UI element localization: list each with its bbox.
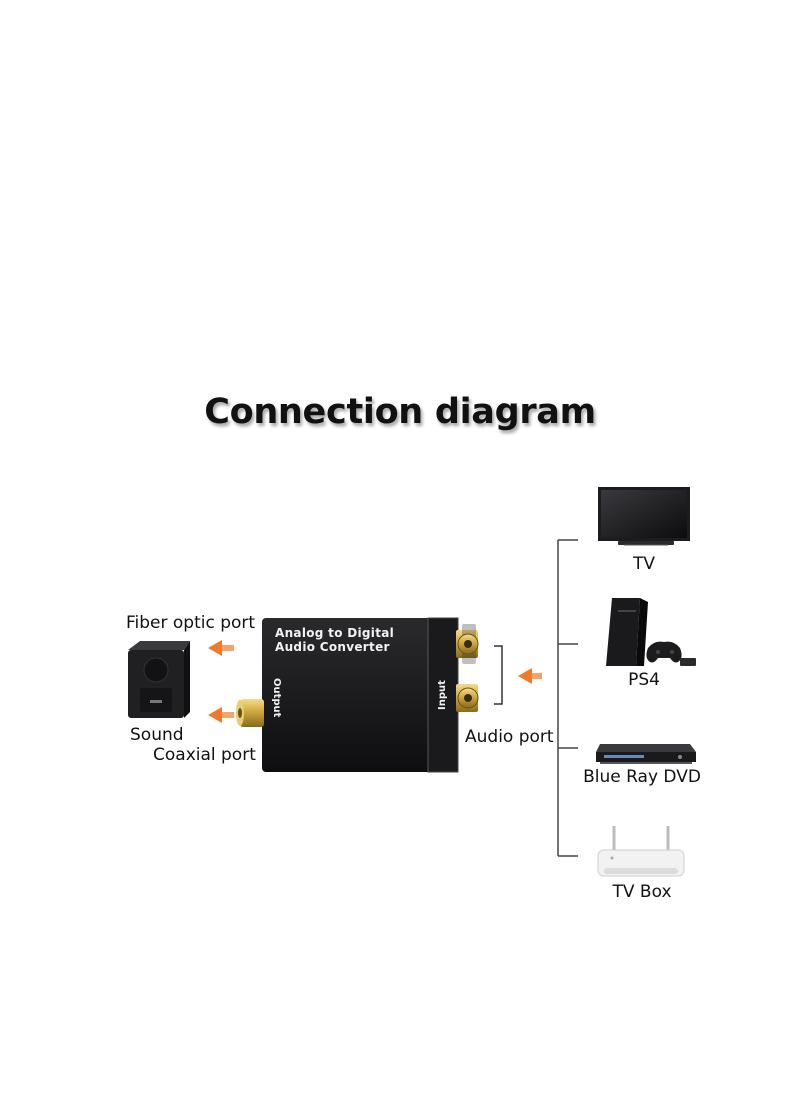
sound-label: Sound [130, 725, 184, 745]
audio-port-label: Audio port [465, 727, 554, 747]
converter-line2: Audio Converter [275, 640, 390, 654]
device-label-dvd: Blue Ray DVD [583, 767, 701, 787]
ps4-icon [606, 598, 696, 666]
converter-label: Analog to Digital Audio Converter [275, 626, 394, 654]
converter-line1: Analog to Digital [275, 626, 395, 640]
device-label-tvbox: TV Box [612, 882, 672, 902]
input-label: Input [437, 680, 448, 710]
diagram-title: Connection diagram [204, 392, 596, 432]
coaxial-output-connector [236, 699, 264, 727]
device-bracket [557, 539, 578, 857]
arrow-fiber-icon [208, 640, 234, 656]
coaxial-port-label: Coaxial port [153, 745, 256, 765]
speaker-icon [128, 641, 190, 718]
converter-box [262, 617, 459, 773]
output-label: Output [271, 678, 282, 718]
rca-input-top [456, 624, 479, 664]
device-label-tv: TV [632, 554, 655, 574]
device-label-ps4: PS4 [628, 670, 660, 690]
rca-input-bottom [456, 684, 479, 712]
arrow-audio-icon [518, 668, 542, 684]
input-bracket [494, 645, 503, 705]
dvd-player-icon [596, 744, 696, 764]
arrow-coaxial-icon [208, 707, 234, 723]
tv-box-icon [597, 826, 685, 877]
fiber-optic-port-label: Fiber optic port [126, 613, 256, 633]
tv-icon [598, 487, 690, 546]
controller-icon [646, 641, 682, 663]
